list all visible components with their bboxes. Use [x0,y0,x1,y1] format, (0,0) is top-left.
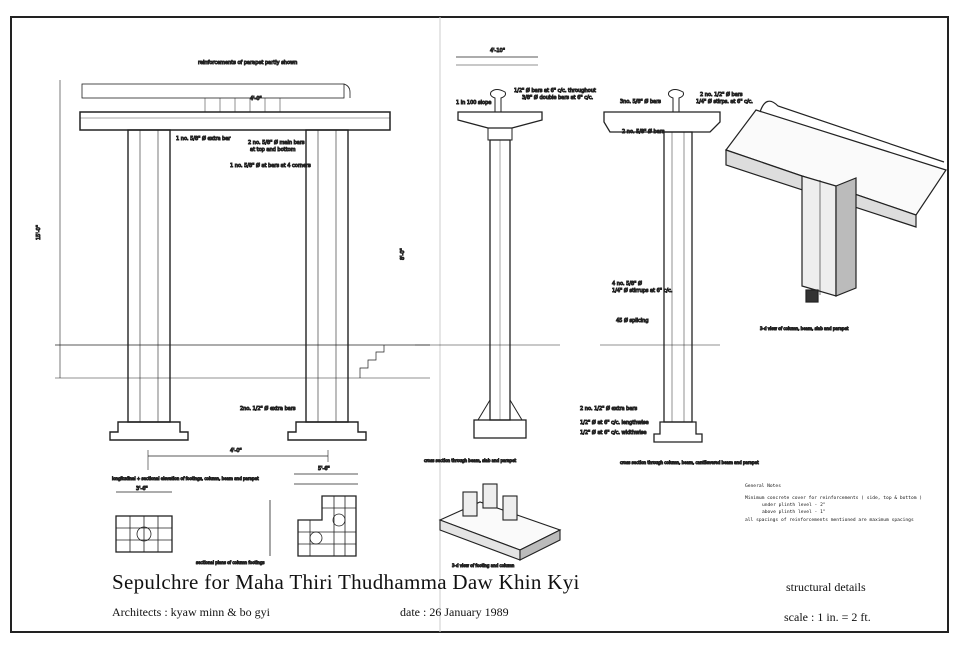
note-lengthwise: 1/2" Ø at 6" c/c. lengthwise [580,419,649,426]
note-col-stirrups: 1/4" Ø stirrups at 6" c/c. [612,287,673,294]
note-main-bars-2: at top and bottom [250,147,296,153]
general-notes-line: all spacings of reinforcements mentioned… [745,518,914,523]
note-double-bars: 3/8" Ø double bars at 6" c/c. [522,94,593,101]
architects: Architects : kyaw minn & bo gyi [112,605,270,619]
note-extra-bar: 1 no. 5/8" Ø extra bar [176,135,231,142]
footing-plans [115,473,358,557]
caption-section-beam: cross section through beam, slab and par… [424,458,517,463]
general-notes-line: above plinth level - 1" [762,510,826,515]
note-extra-bars-2: 2 no. 1/2" Ø extra bars [580,405,637,412]
caption-footing-plans: sectional plans of column footings [196,560,265,565]
dim-spacing: 4'-0" [230,448,242,454]
dim-height: 15'-0" [36,225,42,240]
column-section-drawing [600,89,721,443]
caption-section-column: cross section through column, beam, cant… [620,460,759,465]
3d-view-footing [438,483,562,561]
note-stirrups: 1/4" Ø stirps. at 6" c/c. [696,98,753,105]
dim-col: 8'-0" [400,248,406,260]
sheet-title: structural details [786,580,866,594]
elevation-drawing [55,80,430,470]
note-bars-throughout: 1/2" Ø bars at 6" c/c. throughout [514,87,596,94]
dim-width: 4'-10" [490,48,505,54]
note-main-bars: 2 no. 5/8" Ø main bars [248,139,305,146]
dim-footing: 3'-6" [136,486,148,492]
note-slope: 1 in 100 slope [456,100,491,106]
beam-section-drawing [415,56,560,439]
caption-elevation: longitudinal + sectional elevation of fo… [112,476,259,481]
general-notes-line: Minimum concrete cover for reinforcement… [745,496,923,501]
note-parapet: reinforcements of parapet partly shown [198,60,297,66]
general-notes-line: under plinth level - 2" [762,503,826,508]
note-3-bars: 3no. 5/8" Ø bars [620,98,661,105]
drawing-scale: scale : 1 in. = 2 ft. [784,610,871,624]
note-2-bars-b: 2 no. 5/8" Ø bars [622,128,665,135]
caption-3d-footing: 3-d view of footing and column [452,563,515,568]
drawing-title: Sepulchre for Maha Thiri Thudhamma Daw K… [112,570,580,594]
caption-3d-top: 3-d view of column, beam, slab and parap… [760,326,849,331]
note-widthwise: 1/2" Ø at 6" c/c. widthwise [580,429,646,436]
note-splicing: 45 Ø splicing [616,317,649,324]
general-notes-heading: General Notes [745,484,781,489]
sheet-border [10,16,949,633]
note-extra-bars-bottom: 2no. 1/2" Ø extra bars [240,405,296,412]
note-corners: 1 no. 5/8" Ø at bars at 4 corners [230,162,311,169]
note-2-bars: 2 no. 1/2" Ø bars [700,91,743,98]
3d-view-column-beam [725,100,947,303]
dim-footing-b: 5'-6" [318,466,330,472]
dim-span: 4'-0" [250,96,262,102]
drawing-date: date : 26 January 1989 [400,605,509,619]
note-col-bars: 4 no. 5/8" Ø [612,280,642,287]
